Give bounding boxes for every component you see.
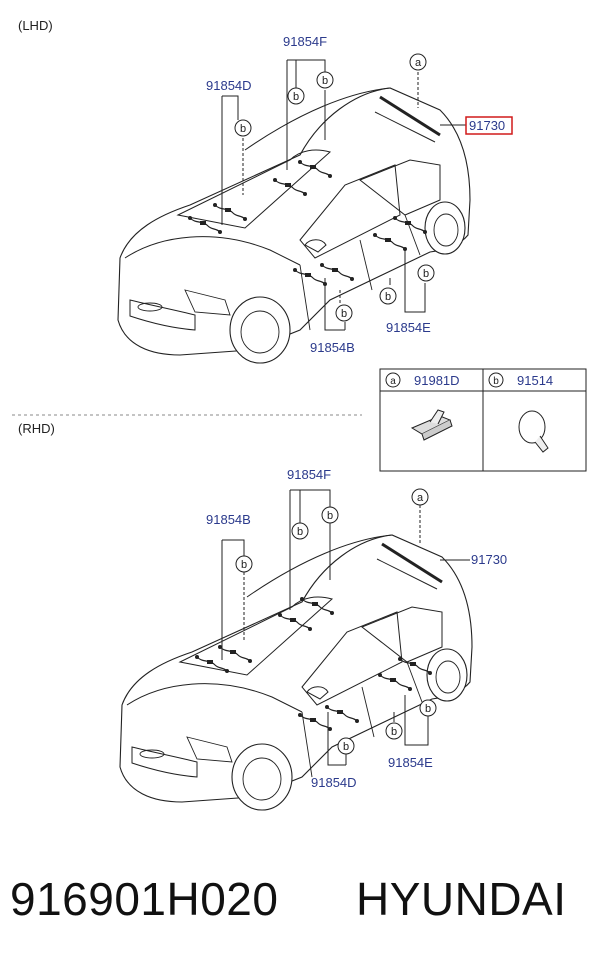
legend-marker-b: b xyxy=(493,376,499,387)
rhd-marker-a: a xyxy=(417,492,424,504)
svg-text:b: b xyxy=(423,268,429,280)
rhd-section-label: (RHD) xyxy=(18,421,55,436)
rhd-car-drawing xyxy=(119,534,473,811)
part-number: 916901H020 xyxy=(10,873,279,925)
lhd-callout-91730: 91730 xyxy=(469,118,505,133)
rhd-callout-91854F: 91854F xyxy=(287,467,331,482)
svg-text:b: b xyxy=(322,75,328,87)
lhd-car-drawing xyxy=(117,87,471,364)
lhd-section-label: (LHD) xyxy=(18,18,53,33)
legend-part-b: 91514 xyxy=(517,373,553,388)
svg-text:b: b xyxy=(341,308,347,320)
svg-text:b: b xyxy=(241,559,247,571)
rhd-leader-lines xyxy=(221,489,470,766)
diagram-canvas: a b b b b b b 91854F 91854D 91730 91854B… xyxy=(12,34,587,811)
svg-text:b: b xyxy=(297,526,303,538)
svg-text:b: b xyxy=(327,510,333,522)
clip-a-icon xyxy=(410,409,453,441)
rhd-callout-91854D: 91854D xyxy=(311,775,357,790)
lhd-markers: a b b b b b b xyxy=(234,53,435,322)
svg-text:b: b xyxy=(425,703,431,715)
svg-text:b: b xyxy=(385,291,391,303)
svg-text:b: b xyxy=(293,91,299,103)
brand-name: HYUNDAI xyxy=(356,873,567,925)
legend-part-a: 91981D xyxy=(414,373,460,388)
rhd-callout-91854B: 91854B xyxy=(206,512,251,527)
legend-marker-a: a xyxy=(390,376,396,387)
grommet-b-icon xyxy=(518,410,549,453)
rhd-markers: a b b b b b b xyxy=(235,488,437,755)
lhd-callouts: 91854F 91854D 91730 91854B 91854E xyxy=(206,34,513,355)
svg-text:b: b xyxy=(391,726,397,738)
rhd-callout-91730: 91730 xyxy=(471,552,507,567)
rhd-callouts: 91854F 91854B 91730 91854D 91854E xyxy=(206,467,507,790)
svg-text:b: b xyxy=(240,123,246,135)
svg-text:b: b xyxy=(343,741,349,753)
footer: 916901H020 HYUNDAI xyxy=(0,872,600,942)
rhd-callout-91854E: 91854E xyxy=(388,755,433,770)
lhd-marker-a: a xyxy=(415,57,422,69)
lhd-callout-91854D: 91854D xyxy=(206,78,252,93)
highlight-box xyxy=(465,116,513,135)
lhd-leader-lines xyxy=(221,59,466,331)
lhd-callout-91854F: 91854F xyxy=(283,34,327,49)
lhd-callout-91854E: 91854E xyxy=(386,320,431,335)
lhd-callout-91854B: 91854B xyxy=(310,340,355,355)
legend-box: a 91981D b 91514 xyxy=(379,368,587,472)
